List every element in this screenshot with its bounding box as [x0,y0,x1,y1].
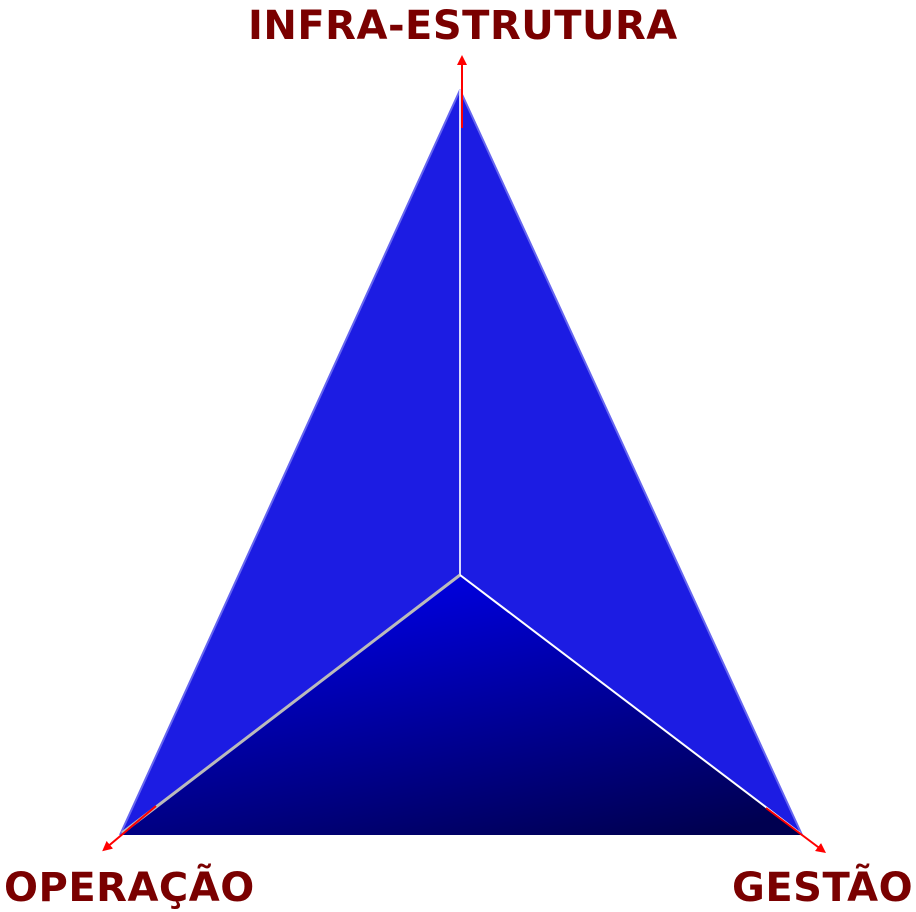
axis-label-operacao: OPERAÇÃO [4,865,255,911]
arrow-left [102,805,157,852]
axis-label-infra-estrutura: INFRA-ESTRUTURA [248,3,678,49]
bottom-face [120,575,802,835]
edge-left [121,573,461,835]
arrow-right [765,807,826,853]
edge-right [459,574,801,834]
axis-label-gestao: GESTÃO [732,865,914,911]
